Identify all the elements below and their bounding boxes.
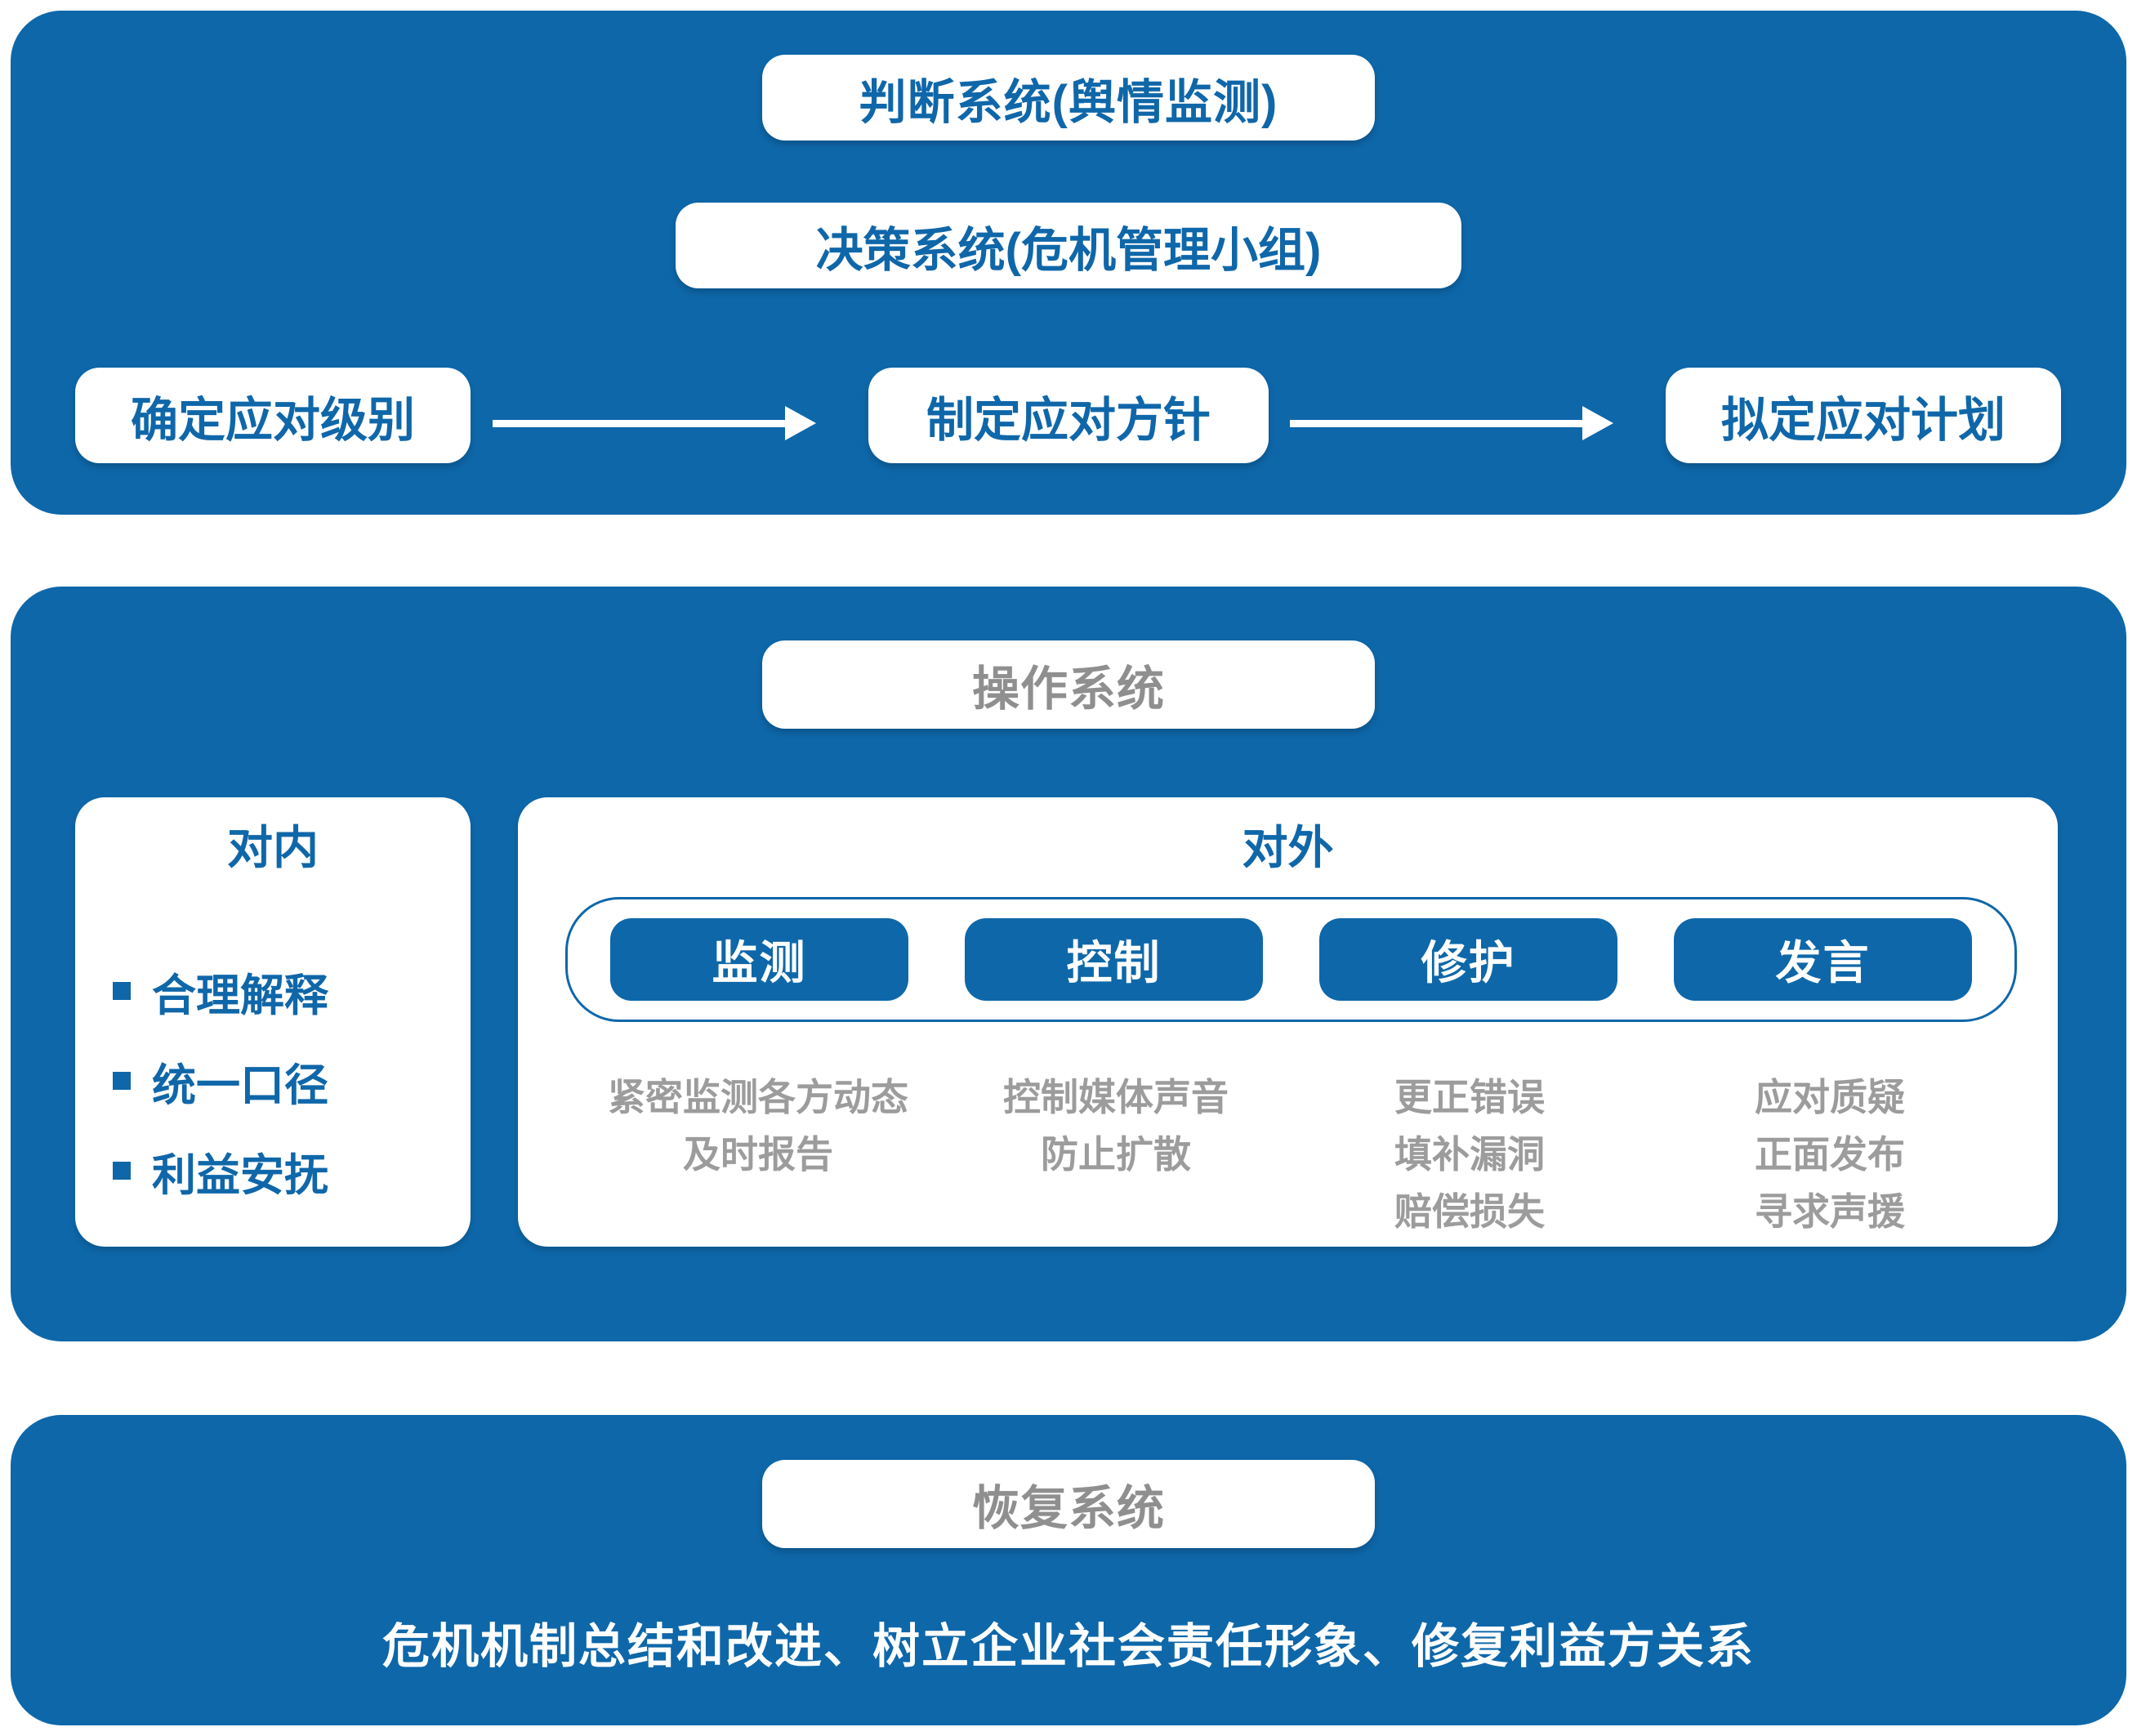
list-item: 利益安抚 (113, 1126, 328, 1216)
judgment-decision-block: 判断系统(舆情监测) 决策系统(危机管理小组) 确定应对级别 制定应对方针 拟定… (11, 11, 2126, 515)
external-title: 对外 (1242, 822, 1334, 873)
detail-line: 更正错误 (1394, 1076, 1545, 1118)
detail-line: 应对质疑 (1755, 1076, 1905, 1118)
detail-line: 紧密监测各方动态 (608, 1076, 908, 1118)
action-label: 发言 (1775, 937, 1871, 988)
list-item: 合理解释 (113, 946, 328, 1036)
internal-item-label: 统一口径 (152, 1060, 328, 1110)
detail-line: 填补漏洞 (1394, 1133, 1545, 1176)
detail-line: 防止扩散 (1041, 1133, 1191, 1176)
action-pill-monitor: 监测 (610, 918, 908, 1001)
step-determine-response-level: 确定应对级别 (75, 368, 471, 463)
square-bullet-icon (113, 1072, 131, 1090)
internal-response-box: 对内 合理解释 统一口径 利益安抚 (75, 797, 471, 1247)
action-label: 修护 (1421, 937, 1516, 988)
external-actions-outline: 监测 控制 修护 发言 (565, 897, 2017, 1022)
internal-title: 对内 (227, 822, 319, 873)
internal-item-label: 利益安抚 (152, 1150, 328, 1200)
recovery-system-pill: 恢复系统 (762, 1460, 1375, 1548)
action-label: 监测 (712, 937, 807, 988)
action-label: 控制 (1066, 937, 1162, 988)
recovery-description: 危机机制总结和改进、树立企业社会责任形象、修复利益方关系 (381, 1620, 1755, 1673)
action-details-repair: 更正错误 填补漏洞 赔偿损失 (1274, 1069, 1666, 1240)
external-response-box: 对外 监测 控制 修护 发言 紧密监测各方动态 及时报告 (518, 797, 2058, 1247)
operation-system-pill: 操作系统 (762, 640, 1375, 729)
square-bullet-icon (113, 1162, 131, 1180)
step-label: 确定应对级别 (130, 393, 415, 447)
decision-system-pill: 决策系统(危机管理小组) (676, 203, 1461, 288)
detail-line: 赔偿损失 (1394, 1190, 1545, 1233)
step-set-response-policy: 制定应对方针 (868, 368, 1269, 463)
operation-system-block: 操作系统 对内 合理解释 统一口径 利益安抚 对外 (11, 587, 2126, 1341)
list-item: 统一口径 (113, 1036, 328, 1126)
step-label: 制定应对方针 (926, 393, 1211, 447)
detail-line: 寻求声援 (1755, 1190, 1905, 1233)
arrow-right-icon (1290, 406, 1613, 440)
decision-system-label: 决策系统(危机管理小组) (815, 223, 1322, 277)
action-details-monitor: 紧密监测各方动态 及时报告 (562, 1069, 954, 1183)
action-pill-speak: 发言 (1674, 918, 1972, 1001)
recovery-system-label: 恢复系统 (971, 1482, 1165, 1535)
step-label: 拟定应对计划 (1720, 393, 2005, 447)
arrow-right-icon (493, 406, 816, 440)
step-draft-response-plan: 拟定应对计划 (1666, 368, 2061, 463)
action-details-control: 控制媒体声音 防止扩散 (920, 1069, 1312, 1183)
action-pill-repair: 修护 (1319, 918, 1617, 1001)
detail-line: 及时报告 (683, 1133, 833, 1176)
internal-item-label: 合理解释 (152, 971, 328, 1020)
detail-line: 控制媒体声音 (1003, 1076, 1229, 1118)
judgment-system-label: 判断系统(舆情监测) (859, 75, 1278, 129)
recovery-system-block: 恢复系统 危机机制总结和改进、树立企业社会责任形象、修复利益方关系 (11, 1415, 2126, 1725)
judgment-system-pill: 判断系统(舆情监测) (762, 55, 1375, 141)
operation-system-label: 操作系统 (971, 663, 1165, 716)
detail-line: 正面发布 (1755, 1133, 1905, 1176)
internal-bullet-list: 合理解释 统一口径 利益安抚 (113, 946, 328, 1216)
square-bullet-icon (113, 982, 131, 1000)
action-pill-control: 控制 (965, 918, 1263, 1001)
action-details-speak: 应对质疑 正面发布 寻求声援 (1634, 1069, 2026, 1240)
